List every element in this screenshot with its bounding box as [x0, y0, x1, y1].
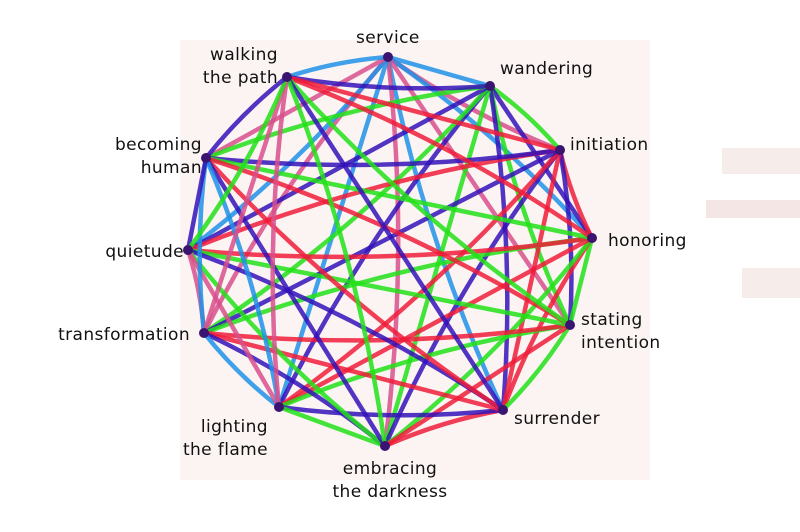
- edge-embracing-the-darkness-to-walking-the-path: [284, 74, 388, 449]
- edge-initiation-to-surrender: [500, 147, 563, 413]
- edge-initiation-to-lighting-the-flame: [276, 147, 563, 410]
- edge-stating-intention-to-embracing-the-darkness: [382, 322, 573, 449]
- edge-honoring-to-embracing-the-darkness: [382, 235, 595, 449]
- node-label-honoring: honoring: [608, 231, 687, 251]
- edge-honoring-to-stating-intention: [567, 235, 595, 328]
- edge-surrender-to-becoming-human: [203, 155, 506, 413]
- edge-stating-intention-to-quietude: [185, 247, 573, 328]
- edge-lighting-the-flame-to-transformation: [201, 330, 282, 410]
- edge-stating-intention-to-walking-the-path: [284, 74, 573, 328]
- edge-initiation-to-stating-intention: [557, 147, 574, 328]
- node-label-wandering: wandering: [500, 59, 594, 79]
- node-label-lighting-the-flame: lighting the flame: [182, 417, 268, 460]
- edge-quietude-to-becoming-human: [185, 155, 209, 253]
- node-label-initiation: initiation: [570, 135, 649, 155]
- edge-initiation-to-transformation: [201, 147, 563, 336]
- edge-wandering-to-walking-the-path: [284, 74, 493, 91]
- node-point-surrender: [498, 405, 508, 415]
- edge-surrender-to-lighting-the-flame: [276, 404, 506, 418]
- node-point-initiation: [555, 145, 565, 155]
- edge-wandering-to-lighting-the-flame: [276, 83, 493, 410]
- edge-honoring-to-walking-the-path: [284, 74, 595, 241]
- edge-embracing-the-darkness-to-becoming-human: [203, 155, 388, 449]
- node-point-lighting-the-flame: [274, 402, 284, 412]
- node-label-surrender: surrender: [514, 409, 601, 429]
- edge-initiation-to-becoming-human: [203, 147, 563, 168]
- node-point-embracing-the-darkness: [380, 441, 390, 451]
- edge-initiation-to-walking-the-path: [284, 74, 563, 153]
- edge-stating-intention-to-surrender: [500, 322, 573, 413]
- edge-wandering-to-initiation: [487, 83, 563, 153]
- node-point-wandering: [485, 81, 495, 91]
- node-label-transformation: transformation: [58, 325, 190, 345]
- node-point-walking-the-path: [282, 72, 292, 82]
- node-label-becoming-human: becoming human: [114, 135, 202, 178]
- node-label-walking-the-path: walking the path: [202, 45, 278, 88]
- edge-service-to-lighting-the-flame: [276, 54, 391, 410]
- edge-wandering-to-quietude: [185, 83, 493, 253]
- node-label-stating-intention: stating intention: [581, 310, 661, 353]
- edge-lighting-the-flame-to-becoming-human: [203, 155, 282, 410]
- edge-quietude-to-walking-the-path: [185, 74, 290, 253]
- edge-service-to-walking-the-path: [284, 54, 391, 80]
- edge-becoming-human-to-walking-the-path: [203, 74, 290, 161]
- node-label-quietude: quietude: [105, 242, 184, 262]
- node-point-quietude: [183, 245, 193, 255]
- edge-surrender-to-walking-the-path: [284, 74, 506, 413]
- edge-transformation-to-walking-the-path: [201, 74, 290, 336]
- edge-embracing-the-darkness-to-quietude: [185, 247, 388, 449]
- paper-strip: [742, 268, 800, 298]
- edge-service-to-embracing-the-darkness: [382, 54, 401, 449]
- edge-honoring-to-lighting-the-flame: [276, 235, 595, 410]
- edge-lighting-the-flame-to-walking-the-path: [270, 74, 290, 410]
- edge-embracing-the-darkness-to-lighting-the-flame: [276, 404, 388, 449]
- paper-strip: [706, 200, 800, 218]
- node-label-service: service: [356, 28, 420, 48]
- node-point-stating-intention: [565, 320, 575, 330]
- node-point-becoming-human: [201, 153, 211, 163]
- edge-initiation-to-embracing-the-darkness: [382, 147, 563, 449]
- edge-wandering-to-becoming-human: [203, 83, 493, 161]
- edge-service-to-wandering: [385, 54, 493, 89]
- node-label-embracing-the-darkness: embracing the darkness: [332, 459, 448, 502]
- node-point-transformation: [199, 328, 209, 338]
- node-point-service: [383, 52, 393, 62]
- paper-strip: [722, 148, 800, 174]
- node-point-honoring: [587, 233, 597, 243]
